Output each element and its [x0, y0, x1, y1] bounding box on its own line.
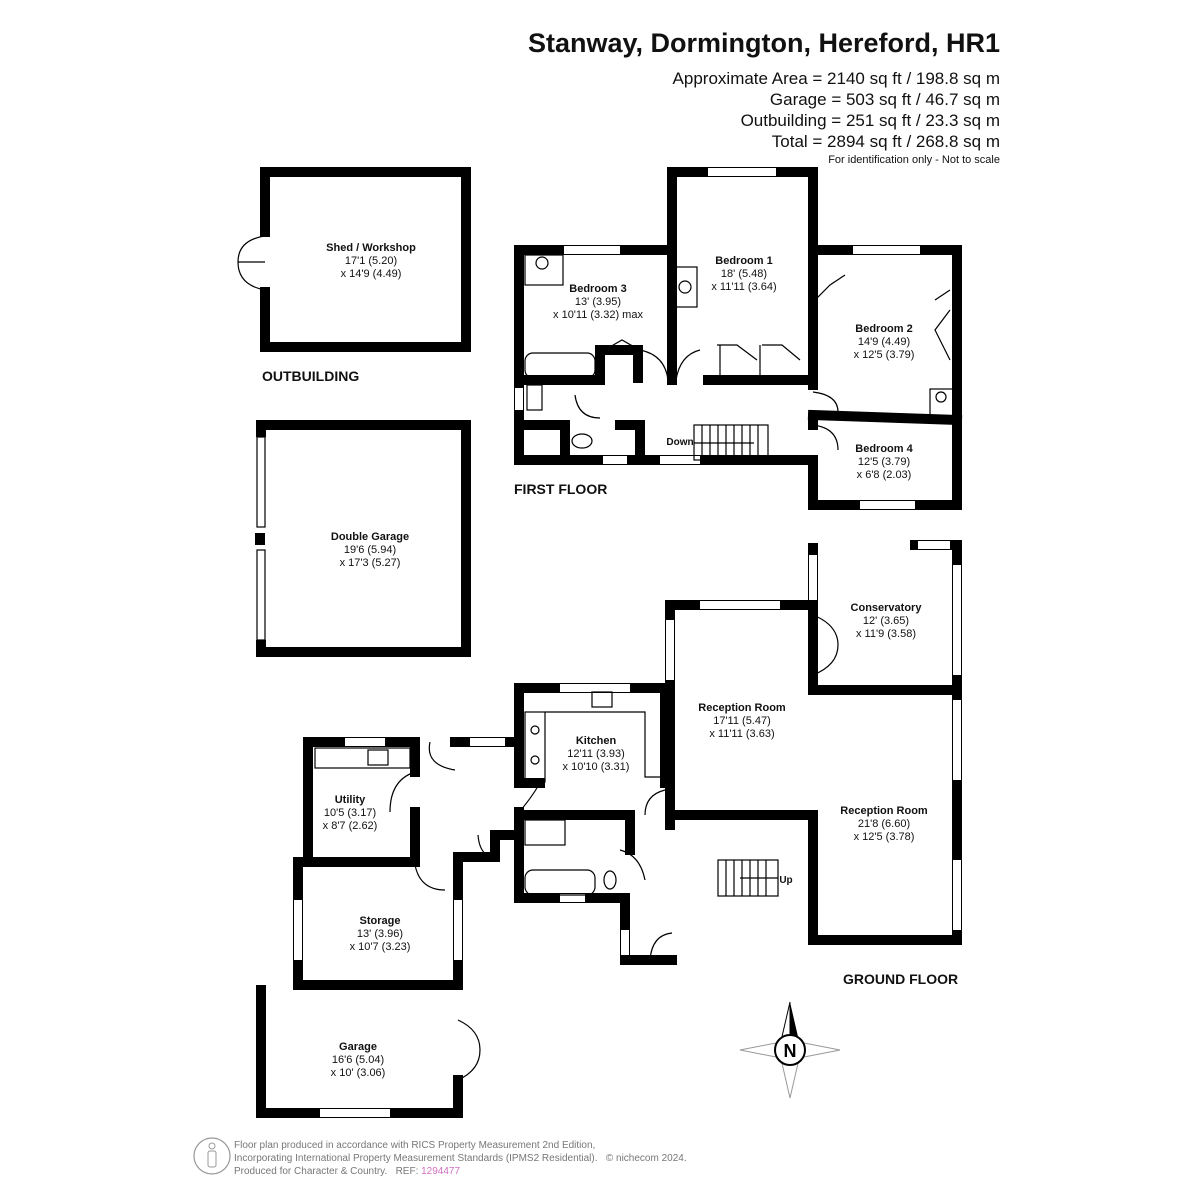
- section-outbuilding: OUTBUILDING: [262, 368, 359, 384]
- footer-line-3: Produced for Character & Country.: [234, 1166, 388, 1177]
- svg-text:12'11 (3.93): 12'11 (3.93): [567, 748, 625, 760]
- svg-text:19'6 (5.94): 19'6 (5.94): [344, 544, 396, 556]
- svg-text:Garage: Garage: [339, 1041, 377, 1053]
- stairs-up-label: Up: [779, 875, 792, 886]
- svg-text:17'1 (5.20): 17'1 (5.20): [345, 255, 397, 267]
- footer-line-2: Incorporating International Property Mea…: [234, 1153, 598, 1164]
- svg-text:Reception Room: Reception Room: [698, 702, 786, 714]
- footer-copyright: © nichecom 2024.: [605, 1153, 687, 1164]
- footer-ref-label: REF:: [395, 1166, 419, 1177]
- room-label-reception-room-1: Reception Room 17'11 (5.47) x 11'11 (3.6…: [698, 702, 786, 740]
- svg-text:14'9 (4.49): 14'9 (4.49): [858, 336, 910, 348]
- svg-text:13' (3.96): 13' (3.96): [357, 928, 403, 940]
- svg-text:Utility: Utility: [335, 794, 366, 806]
- area-approx: Approximate Area = 2140 sq ft / 198.8 sq…: [672, 69, 1000, 88]
- room-label-bedroom-1: Bedroom 1 18' (5.48) x 11'11 (3.64): [711, 255, 776, 293]
- area-outbuilding: Outbuilding = 251 sq ft / 23.3 sq m: [740, 111, 1000, 130]
- svg-text:x 12'5 (3.78): x 12'5 (3.78): [854, 831, 915, 843]
- svg-text:18' (5.48): 18' (5.48): [721, 268, 767, 280]
- room-label-bedroom-2: Bedroom 2 14'9 (4.49) x 12'5 (3.79): [854, 323, 915, 361]
- double-garage-walls: [255, 420, 471, 657]
- area-garage: Garage = 503 sq ft / 46.7 sq m: [769, 90, 1000, 109]
- svg-text:Bedroom 1: Bedroom 1: [715, 255, 772, 267]
- svg-text:Bedroom 2: Bedroom 2: [855, 323, 912, 335]
- svg-text:Storage: Storage: [360, 915, 401, 927]
- svg-text:x 17'3 (5.27): x 17'3 (5.27): [340, 557, 401, 569]
- section-ground-floor: GROUND FLOOR: [843, 971, 958, 987]
- svg-text:x 11'9 (3.58): x 11'9 (3.58): [856, 628, 916, 640]
- footer-disclaimer: Floor plan produced in accordance with R…: [234, 1139, 687, 1178]
- stairs-down-label: Down: [666, 437, 693, 448]
- property-title: Stanway, Dormington, Hereford, HR1: [527, 28, 1000, 58]
- svg-text:10'5 (3.17): 10'5 (3.17): [324, 807, 376, 819]
- section-first-floor: FIRST FLOOR: [514, 481, 607, 497]
- svg-text:Bedroom 4: Bedroom 4: [855, 443, 913, 455]
- footer-line-1: Floor plan produced in accordance with R…: [234, 1140, 596, 1151]
- svg-text:x 6'8 (2.03): x 6'8 (2.03): [857, 469, 912, 481]
- footer-ref: 1294477: [421, 1166, 461, 1177]
- area-total: Total = 2894 sq ft / 268.8 sq m: [771, 132, 1000, 151]
- compass-label: N: [784, 1041, 797, 1061]
- room-label-bedroom-4: Bedroom 4 12'5 (3.79) x 6'8 (2.03): [855, 443, 913, 481]
- first-floor-walls: [514, 167, 963, 510]
- svg-text:x 11'11 (3.64): x 11'11 (3.64): [711, 281, 776, 293]
- room-label-shed: Shed / Workshop 17'1 (5.20) x 14'9 (4.49…: [326, 242, 416, 280]
- svg-text:Double Garage: Double Garage: [331, 531, 409, 543]
- scale-note: For identification only - Not to scale: [828, 154, 1000, 166]
- svg-text:x 10'11 (3.32) max: x 10'11 (3.32) max: [553, 309, 643, 321]
- svg-text:x 10' (3.06): x 10' (3.06): [331, 1067, 386, 1079]
- svg-text:x 10'7 (3.23): x 10'7 (3.23): [350, 941, 411, 953]
- svg-text:x 12'5 (3.79): x 12'5 (3.79): [854, 349, 915, 361]
- svg-text:12' (3.65): 12' (3.65): [863, 615, 909, 627]
- room-label-reception-room-2: Reception Room 21'8 (6.60) x 12'5 (3.78): [840, 805, 928, 843]
- svg-text:x 11'11 (3.63): x 11'11 (3.63): [709, 728, 774, 740]
- compass-icon: N: [739, 1001, 841, 1099]
- room-label-double-garage: Double Garage 19'6 (5.94) x 17'3 (5.27): [331, 531, 409, 569]
- person-icon: [193, 1137, 231, 1175]
- svg-text:x 8'7 (2.62): x 8'7 (2.62): [323, 820, 378, 832]
- svg-text:13' (3.95): 13' (3.95): [575, 296, 621, 308]
- svg-text:x 10'10 (3.31): x 10'10 (3.31): [563, 761, 630, 773]
- room-label-bedroom-3: Bedroom 3 13' (3.95) x 10'11 (3.32) max: [553, 283, 643, 321]
- svg-text:Shed / Workshop: Shed / Workshop: [326, 242, 416, 254]
- room-label-storage: Storage 13' (3.96) x 10'7 (3.23): [350, 915, 411, 953]
- room-label-conservatory: Conservatory 12' (3.65) x 11'9 (3.58): [851, 602, 923, 640]
- svg-text:21'8 (6.60): 21'8 (6.60): [858, 818, 910, 830]
- room-label-garage: Garage 16'6 (5.04) x 10' (3.06): [331, 1041, 386, 1079]
- svg-text:Bedroom 3: Bedroom 3: [569, 283, 626, 295]
- svg-text:12'5 (3.79): 12'5 (3.79): [858, 456, 910, 468]
- svg-text:Kitchen: Kitchen: [576, 735, 617, 747]
- room-label-kitchen: Kitchen 12'11 (3.93) x 10'10 (3.31): [563, 735, 630, 773]
- svg-text:17'11 (5.47): 17'11 (5.47): [713, 715, 771, 727]
- svg-text:Reception Room: Reception Room: [840, 805, 928, 817]
- shed-walls: [237, 167, 471, 352]
- room-label-utility: Utility 10'5 (3.17) x 8'7 (2.62): [323, 794, 378, 832]
- svg-text:x 14'9 (4.49): x 14'9 (4.49): [341, 268, 402, 280]
- ground-floor-walls: [256, 540, 962, 1118]
- svg-text:Conservatory: Conservatory: [851, 602, 923, 614]
- area-summary: Approximate Area = 2140 sq ft / 198.8 sq…: [673, 68, 1000, 168]
- svg-text:16'6 (5.04): 16'6 (5.04): [332, 1054, 384, 1066]
